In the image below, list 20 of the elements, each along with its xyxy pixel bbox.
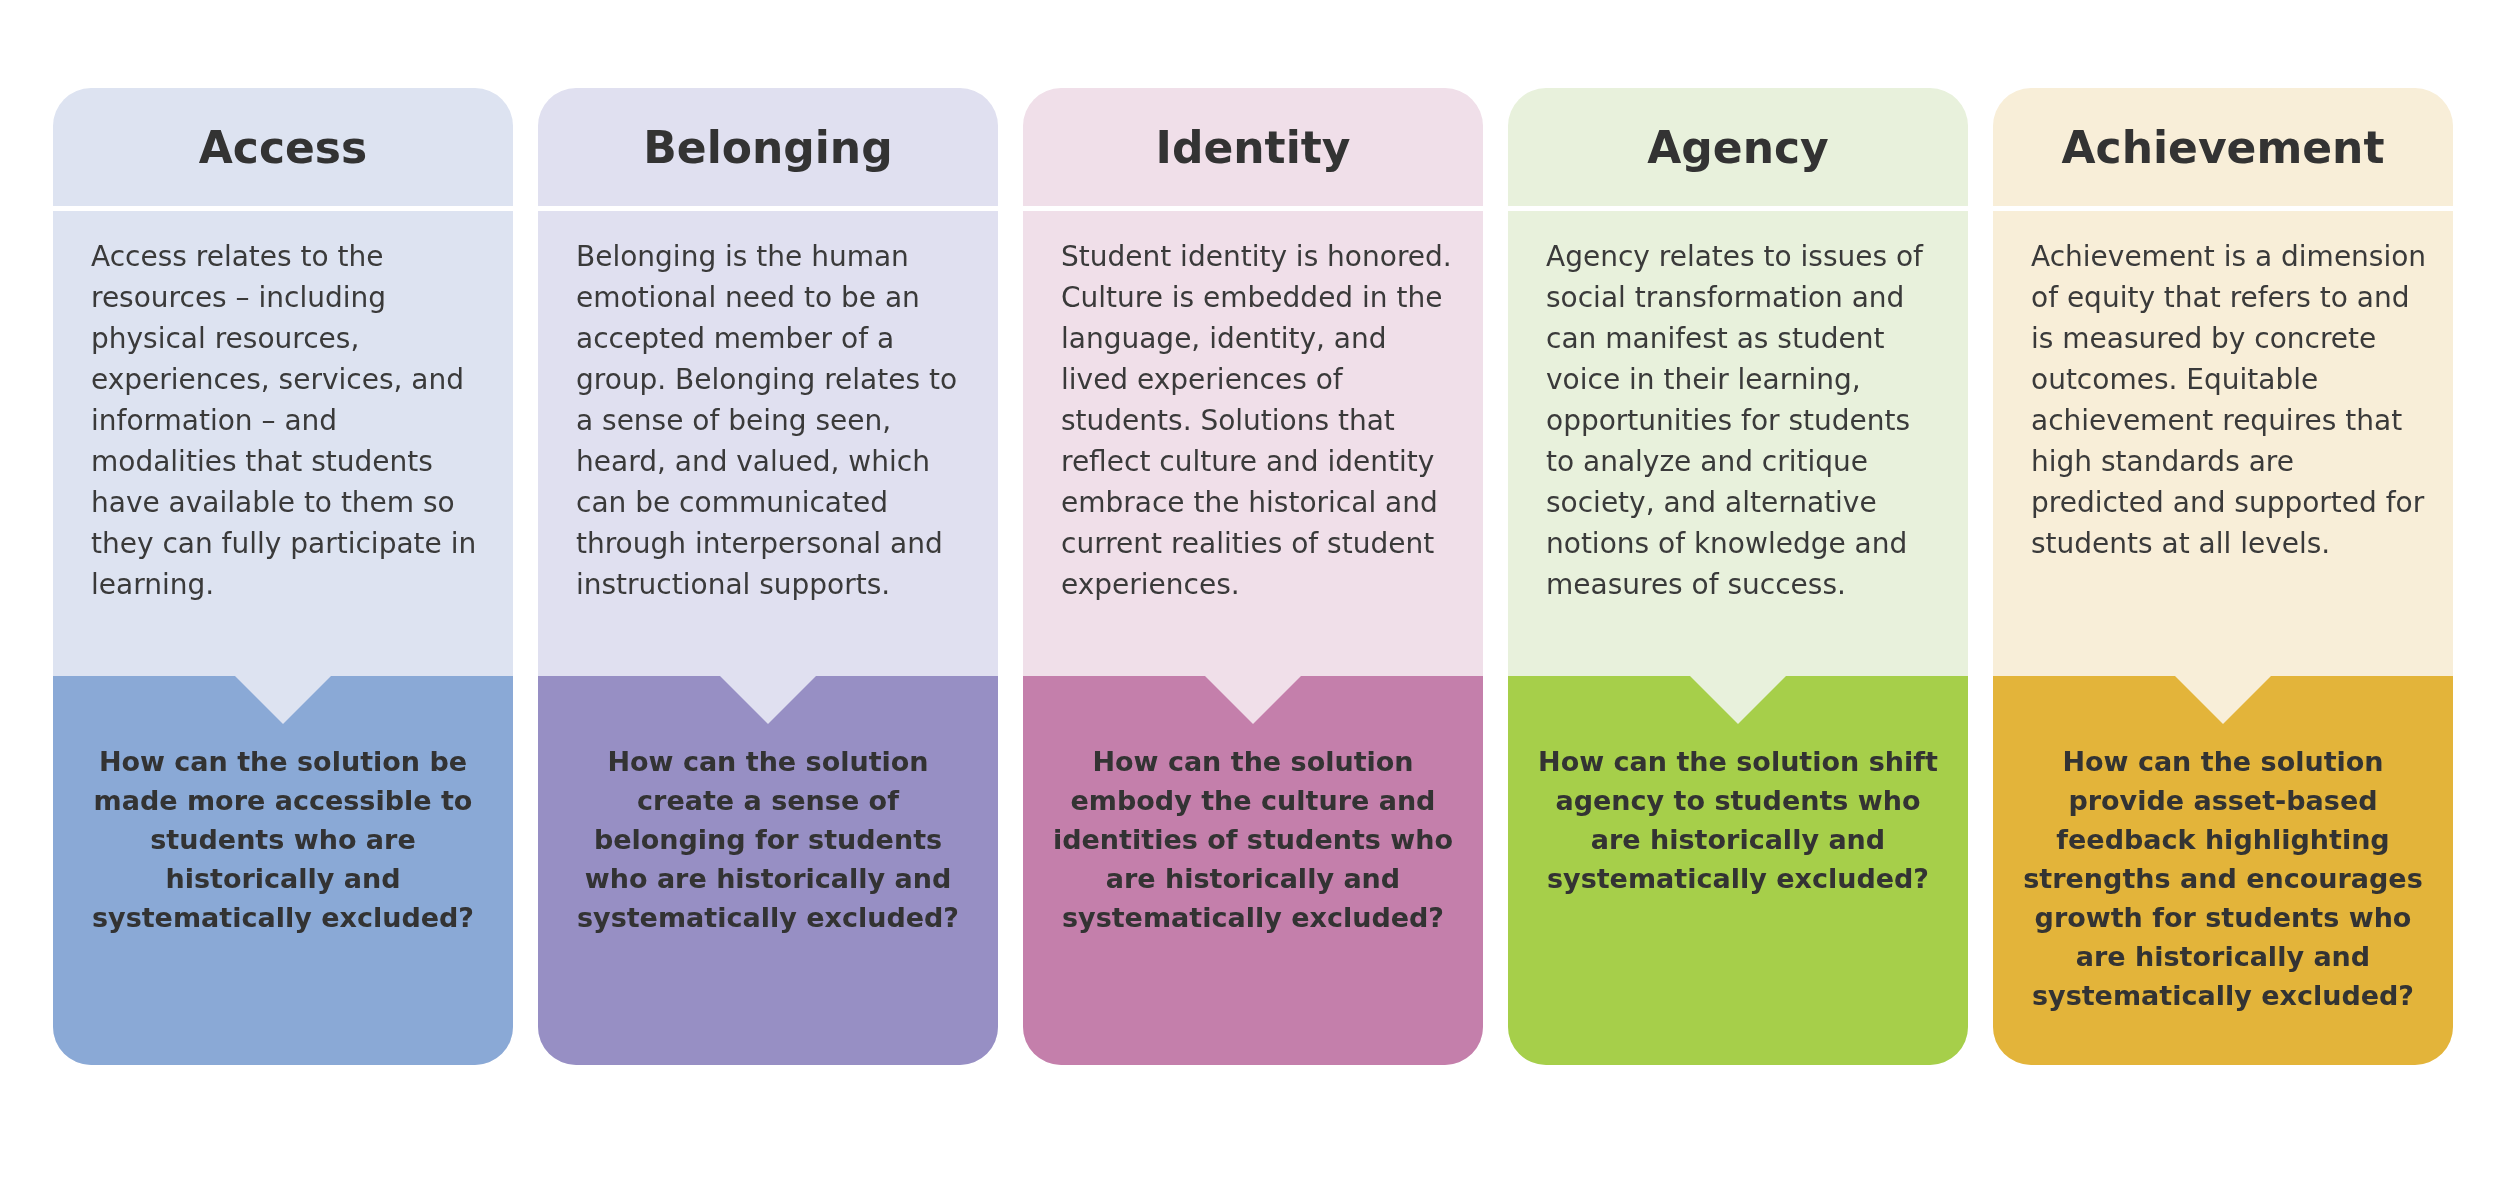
question-panel: How can the solution shift agency to students who are historically and systematically excluded? <box>1508 676 1968 1065</box>
card-heading: Achievement <box>1993 88 2453 211</box>
card-heading: Access <box>53 88 513 211</box>
description-text: Achievement is a dimension of equity that refers to and is measured by concrete outcomes. Equitable achievement requires that high standards are predicted and supported for students at all levels. <box>2031 239 2428 562</box>
card-heading: Identity <box>1023 88 1483 211</box>
card-heading: Agency <box>1508 88 1968 211</box>
question-panel: How can the solution embody the culture and identities of students who are historically and systematically excluded? <box>1023 676 1483 1065</box>
card-heading: Belonging <box>538 88 998 211</box>
topic-card <box>1023 88 1483 1065</box>
topic-card <box>1508 88 1968 1065</box>
question-panel: How can the solution provide asset-based feedback highlighting strengths and encourages growth for students who are historically and systematically excluded? <box>1993 676 2453 1065</box>
question-panel: How can the solution create a sense of belonging for students who are historically and systematically excluded? <box>538 676 998 1065</box>
topic-card <box>53 88 513 1065</box>
description-text: Agency relates to issues of social transformation and can manifest as student voice in their learning, opportunities for students to analyze and critique society, and alternative notions of knowledge and measures of success. <box>1546 239 1925 603</box>
topic-card <box>1993 88 2453 1065</box>
description-text: Belonging is the human emotional need to be an accepted member of a group. Belonging relates to a sense of being seen, heard, and valued, which can be communicated through interpersonal and instructional supports. <box>576 239 959 603</box>
description-text: Access relates to the resources – including physical resources, experiences, services, and information – and modalities that students have available to them so they can fully participate in learning. <box>91 239 478 603</box>
topic-card <box>538 88 998 1065</box>
description-text: Student identity is honored. Culture is embedded in the language, identity, and lived experiences of students. Solutions that reflect culture and identity embrace the historical and current realities of student experiences. <box>1061 239 1453 603</box>
question-panel: How can the solution be made more accessible to students who are historically and systematically excluded? <box>53 676 513 1065</box>
